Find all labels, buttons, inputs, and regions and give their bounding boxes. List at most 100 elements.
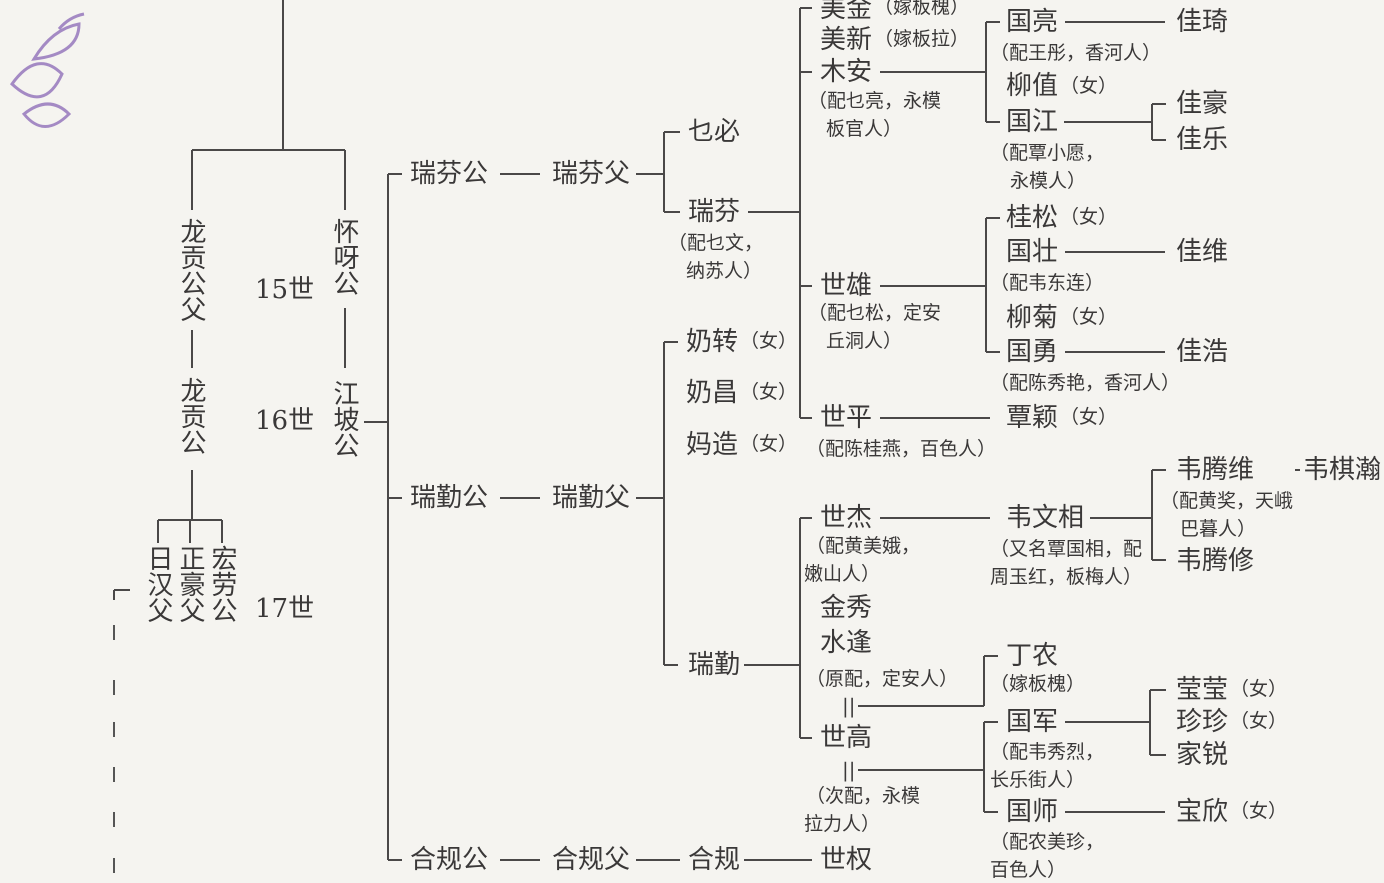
name-guozhuang: 国壮 — [1006, 237, 1059, 267]
name-longgong-fu: 龙贡公父 — [176, 218, 206, 322]
name-liuzhi: 柳值 — [1006, 71, 1059, 101]
name-ruifen-gong: 瑞芬公 — [410, 159, 489, 189]
note-zhenzhen: （女） — [1230, 710, 1288, 732]
name-liuju: 柳菊 — [1006, 303, 1059, 333]
name-zhenghao-fu: 正豪父 — [175, 545, 205, 623]
name-guoshi: 国师 — [1006, 797, 1059, 827]
name-jiawei: 佳维 — [1176, 237, 1229, 267]
name-meixin: 美新 — [820, 25, 873, 55]
note-naizhuan: （女） — [740, 330, 798, 352]
name-shiquan: 世权 — [820, 845, 873, 875]
note-shijie-spouse: （配黄美娥， — [806, 535, 921, 557]
name-hegui-fu: 合规父 — [552, 845, 631, 875]
name-guoyong: 国勇 — [1006, 337, 1059, 367]
note-baoxin: （女） — [1230, 800, 1288, 822]
dashed-line-segment — [113, 767, 115, 782]
note-shixiong-spouse: （配乜松，定安 — [808, 302, 942, 324]
note-guojun-spouse: 长乐街人） — [990, 769, 1086, 791]
name-ruiqin-gong: 瑞勤公 — [410, 483, 489, 513]
name-ruifen-fu: 瑞芬父 — [552, 159, 631, 189]
name-shuifeng: 水逢 — [820, 628, 873, 658]
note-guoshi-spouse: 百色人） — [990, 859, 1067, 881]
name-shiping: 世平 — [820, 403, 873, 433]
name-jiahao-2: 佳浩 — [1176, 337, 1229, 367]
name-hegui-gong: 合规公 — [410, 845, 489, 875]
note-guisong: （女） — [1060, 206, 1118, 228]
note-dingnong: （嫁板槐） — [990, 673, 1086, 695]
dashed-line-segment — [113, 722, 115, 737]
name-hegui: 合规 — [688, 845, 741, 875]
note-tanying: （女） — [1060, 406, 1118, 428]
name-weitengwei: 韦腾维 — [1176, 455, 1255, 485]
note-meixin: （嫁板拉） — [874, 28, 970, 50]
name-guoliang: 国亮 — [1006, 7, 1059, 37]
note-shixiong-spouse: 丘洞人） — [826, 330, 903, 352]
name-ruifen: 瑞芬 — [688, 197, 741, 227]
note-muan-spouse: （配乜亮，永模 — [808, 90, 942, 112]
marriage-mark: || — [842, 694, 856, 718]
name-yebi: 乜必 — [688, 117, 741, 147]
generation-17: 17世 — [255, 594, 315, 624]
note-guoliang-spouse: （配王彤，香河人） — [990, 42, 1162, 64]
note-shijie-spouse: 嫩山人） — [804, 563, 881, 585]
name-weitengxiu: 韦腾修 — [1176, 546, 1255, 576]
name-jiale: 佳乐 — [1176, 125, 1229, 155]
name-weiqihan: 韦棋瀚 — [1303, 455, 1382, 485]
name-baoxin: 宝欣 — [1176, 797, 1229, 827]
name-rihan-fu: 日汉父 — [143, 545, 173, 623]
dashed-line-segment — [113, 625, 115, 640]
note-shigao: 拉力人） — [804, 813, 881, 835]
note-shuifeng: （原配，定安人） — [806, 668, 959, 690]
name-shigao: 世高 — [820, 723, 873, 753]
name-weiwenxiang: 韦文相 — [1006, 503, 1085, 533]
name-naichang: 奶昌 — [686, 378, 739, 408]
dashed-line-segment — [113, 812, 115, 827]
marriage-mark: || — [842, 758, 856, 782]
name-guojun: 国军 — [1006, 707, 1059, 737]
name-guisong: 桂松 — [1006, 203, 1059, 233]
name-jiarui: 家锐 — [1176, 740, 1229, 770]
note-muan-spouse: 板官人） — [826, 118, 903, 140]
name-yingying: 莹莹 — [1176, 675, 1229, 705]
note-ruifen-spouse: 纳苏人） — [686, 260, 763, 282]
name-tanying: 覃颖 — [1006, 403, 1059, 433]
note-naichang: （女） — [740, 381, 798, 403]
name-jiaqi: 佳琦 — [1176, 7, 1229, 37]
note-guozhuang-spouse: （配韦东连） — [990, 272, 1105, 294]
note-shiping-spouse: （配陈桂燕，百色人） — [806, 438, 997, 460]
name-muan: 木安 — [820, 57, 873, 87]
name-dingnong: 丁农 — [1006, 641, 1059, 671]
note-guoyong-spouse: （配陈秀艳，香河人） — [990, 372, 1181, 394]
note-weitengwei-spouse: （配黄奖，天峨 — [1160, 490, 1294, 512]
note-weitengwei-spouse: 巴暮人） — [1180, 518, 1257, 540]
name-ruiqin-fu: 瑞勤父 — [552, 483, 631, 513]
name-guojiang: 国江 — [1006, 107, 1059, 137]
name-shixiong: 世雄 — [820, 271, 873, 301]
name-naizhuan: 奶转 — [686, 327, 739, 357]
name-jinxiu: 金秀 — [820, 593, 873, 623]
note-shigao: （次配，永模 — [806, 785, 921, 807]
name-ruiqin: 瑞勤 — [688, 650, 741, 680]
note-guojiang-spouse: 永模人） — [1010, 170, 1087, 192]
name-honglao: 宏劳公 — [207, 545, 237, 623]
note-mazao: （女） — [740, 433, 798, 455]
name-mazao: 妈造 — [686, 430, 739, 460]
generation-15: 15世 — [255, 275, 315, 305]
note-weiwenxiang: 周玉红，板梅人） — [990, 566, 1143, 588]
note-guoshi-spouse: （配农美珍， — [990, 831, 1105, 853]
note-weiwenxiang: （又名覃国相，配 — [990, 538, 1143, 560]
name-huaiya: 怀呀公 — [329, 218, 359, 296]
generation-16: 16世 — [255, 406, 315, 436]
name-longgong: 龙贡公 — [176, 377, 206, 455]
name-shijie: 世杰 — [820, 503, 873, 533]
note-yingying: （女） — [1230, 678, 1288, 700]
name-jiahao: 佳豪 — [1176, 89, 1229, 119]
name-zhenzhen: 珍珍 — [1176, 707, 1229, 737]
name-meijin: 美金 — [820, 0, 873, 24]
note-liuju: （女） — [1060, 306, 1118, 328]
note-ruifen-spouse: （配乜文， — [668, 232, 764, 254]
note-liuzhi: （女） — [1060, 75, 1118, 97]
dashed-line-segment — [113, 680, 115, 695]
stamp-logo-icon — [10, 12, 85, 128]
